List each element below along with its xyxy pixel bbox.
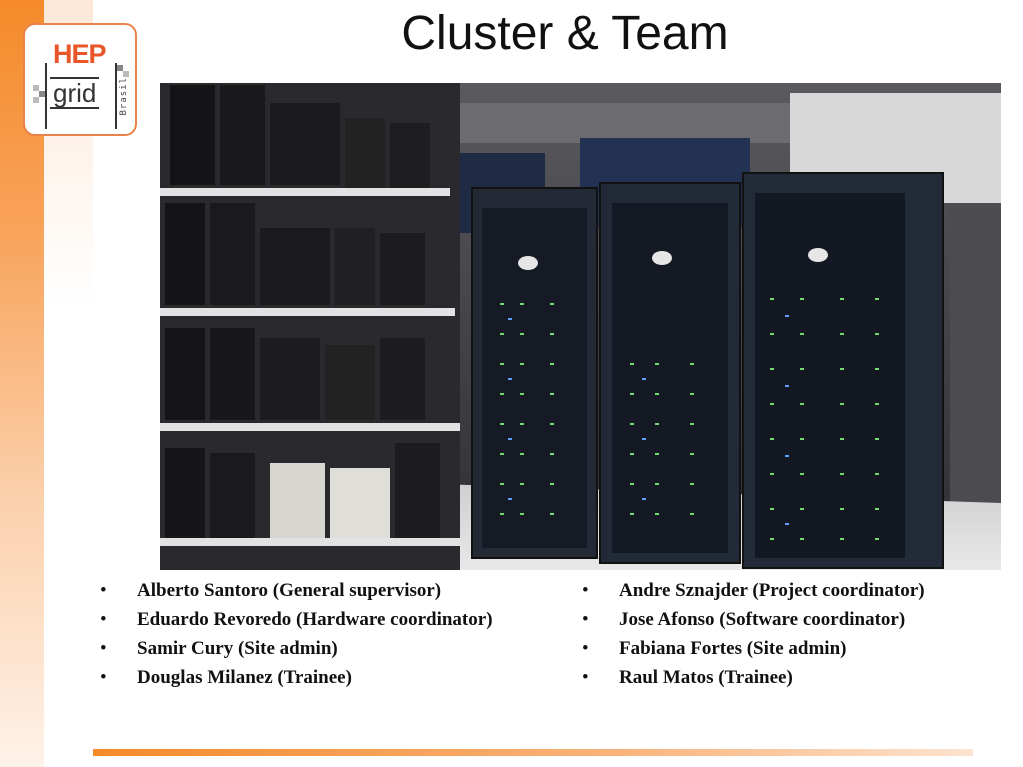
logo-pixel: [39, 91, 45, 97]
logo-pixel: [33, 85, 39, 91]
logo-pixel: [117, 65, 123, 71]
list-item: Andre Sznajder (Project coordinator): [582, 576, 925, 605]
hepgrid-logo: HEP grid Brasil: [23, 23, 137, 136]
team-list-right: Andre Sznajder (Project coordinator) Jos…: [582, 576, 925, 692]
cluster-photo: [160, 83, 1001, 570]
slide-title: Cluster & Team: [401, 7, 729, 60]
list-item: Alberto Santoro (General supervisor): [100, 576, 493, 605]
logo-pixel: [33, 97, 39, 103]
list-item: Fabiana Fortes (Site admin): [582, 634, 925, 663]
list-item: Douglas Milanez (Trainee): [100, 663, 493, 692]
team-list-left: Alberto Santoro (General supervisor) Edu…: [100, 576, 493, 692]
list-item: Eduardo Revoredo (Hardware coordinator): [100, 605, 493, 634]
logo-line: [45, 63, 47, 129]
logo-brasil-text: Brasil: [119, 77, 129, 116]
bottom-accent-rule: [93, 749, 973, 756]
list-item: Jose Afonso (Software coordinator): [582, 605, 925, 634]
logo-hep-text: HEP: [53, 39, 107, 69]
logo-line: [115, 63, 117, 129]
list-item: Raul Matos (Trainee): [582, 663, 925, 692]
logo-pixel: [123, 71, 129, 77]
logo-grid-text: grid: [50, 77, 100, 109]
server-room-illustration: [160, 83, 1001, 570]
list-item: Samir Cury (Site admin): [100, 634, 493, 663]
team-list: Alberto Santoro (General supervisor) Edu…: [100, 576, 1000, 696]
